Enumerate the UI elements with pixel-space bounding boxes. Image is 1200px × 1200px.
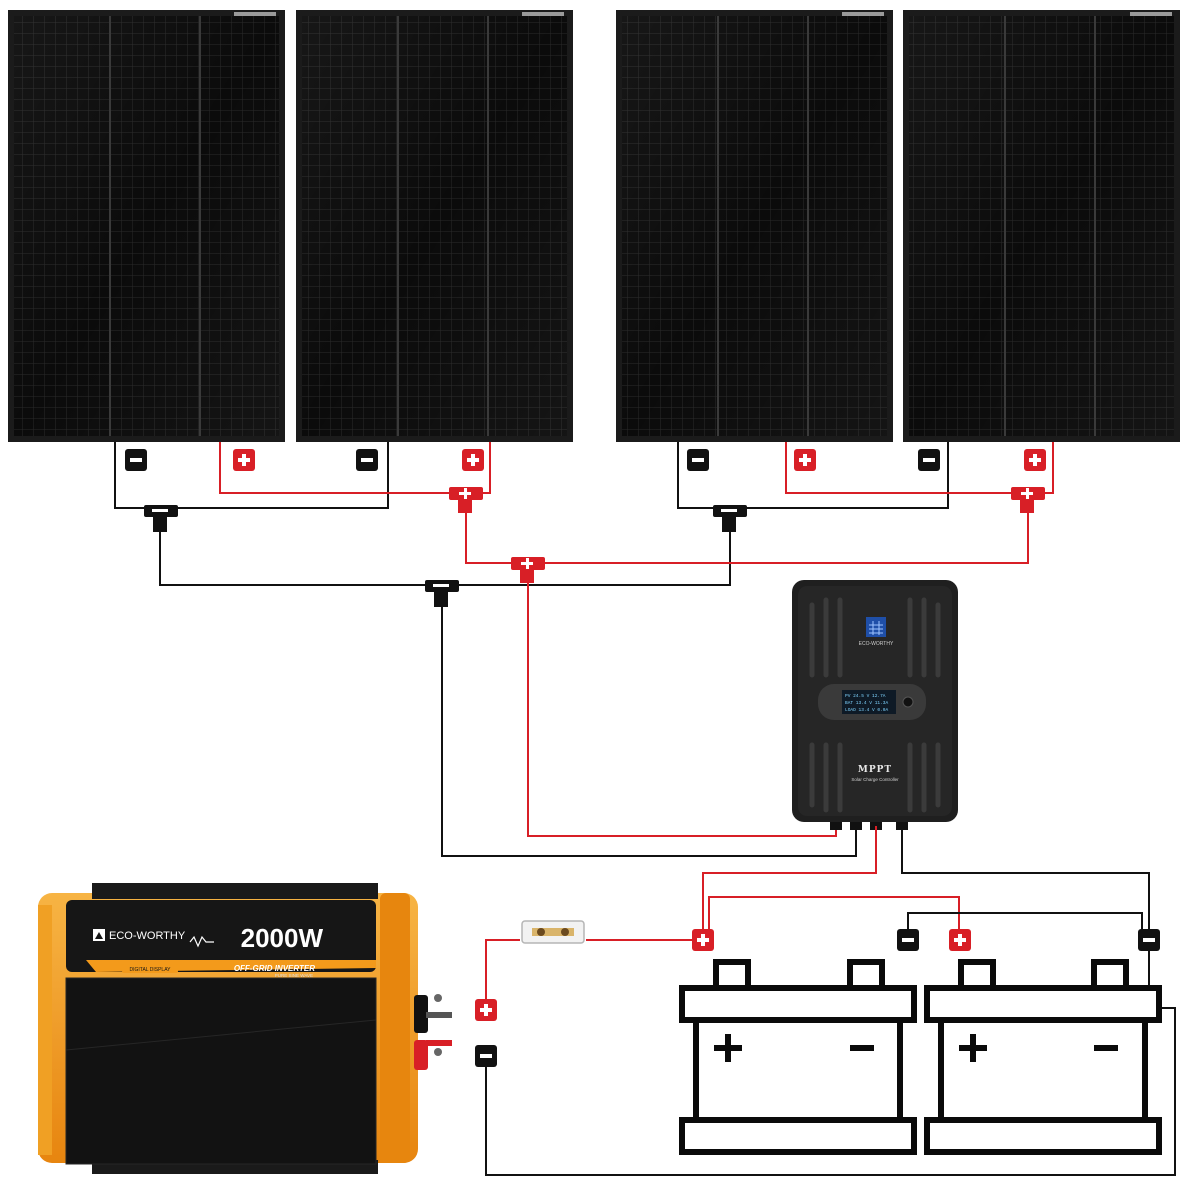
battery-1 [679, 959, 917, 1155]
positive-branch-connector [1011, 487, 1045, 513]
positive-branch-connector [449, 487, 483, 513]
panel-terminal-labels [125, 449, 1046, 471]
battery-2 [924, 959, 1162, 1155]
sine-wave-icon [189, 935, 214, 948]
controller-button[interactable] [902, 696, 914, 708]
mppt-controller: ECO-WORTHY PV 24.5 V 12.7A BAT 13.4 V 11… [792, 580, 958, 830]
battery-terminal-labels [475, 929, 1160, 1067]
panel-label [1130, 12, 1172, 16]
controller-model: MPPT [858, 765, 892, 775]
controller-screen-line: PV 24.5 V 12.7A [845, 693, 886, 699]
controller-screen [842, 690, 896, 714]
negative-terminal-icon [356, 449, 378, 471]
positive-terminal-icon [949, 929, 971, 951]
inverter-badge: DIGITAL DISPLAY [129, 967, 171, 973]
solar-panel-4 [903, 10, 1180, 442]
controller-screen-line: LOAD 13.4 V 0.0A [845, 707, 889, 713]
branch-connectors [144, 487, 1045, 607]
controller-subtitle: Solar Charge Controller [851, 777, 899, 782]
inline-fuse [521, 920, 585, 944]
inverter-wave: PURE SINE WAVE [275, 973, 313, 978]
solar-panel-3 [616, 10, 893, 442]
panel-label [522, 12, 564, 16]
panel-negative-wiring [114, 442, 949, 857]
negative-terminal-icon [687, 449, 709, 471]
positive-terminal-icon [692, 929, 714, 951]
solar-panel-1 [8, 10, 285, 442]
negative-terminal-icon [918, 449, 940, 471]
controller-logo-icon [866, 617, 886, 637]
inverter-terminals [414, 994, 452, 1070]
panel-label [842, 12, 884, 16]
negative-terminal-icon [897, 929, 919, 951]
positive-terminal-icon [233, 449, 255, 471]
positive-terminal-icon [1024, 449, 1046, 471]
battery-positive-wiring [485, 826, 960, 1008]
positive-terminal-icon [475, 999, 497, 1021]
inverter: ECO-WORTHY 2000W DIGITAL DISPLAY OFF-GRI… [38, 883, 452, 1174]
negative-terminal-icon [475, 1045, 497, 1067]
inverter-type: OFF-GRID INVERTER [234, 964, 315, 973]
inverter-power: 2000W [241, 923, 324, 953]
positive-terminal-icon [794, 449, 816, 471]
solar-panel-array [8, 10, 1180, 442]
positive-branch-connector [511, 557, 545, 583]
panel-label [234, 12, 276, 16]
negative-branch-connector [425, 580, 459, 607]
solar-panel-2 [296, 10, 573, 442]
controller-brand: ECO-WORTHY [859, 641, 894, 647]
negative-terminal-icon [1138, 929, 1160, 951]
inverter-logo-icon [93, 929, 105, 941]
positive-terminal-icon [462, 449, 484, 471]
negative-branch-connector [144, 505, 178, 532]
negative-terminal-icon [125, 449, 147, 471]
controller-screen-line: BAT 13.4 V 11.3A [845, 700, 889, 706]
negative-branch-connector [713, 505, 747, 532]
inverter-brand: ECO-WORTHY [109, 930, 186, 942]
